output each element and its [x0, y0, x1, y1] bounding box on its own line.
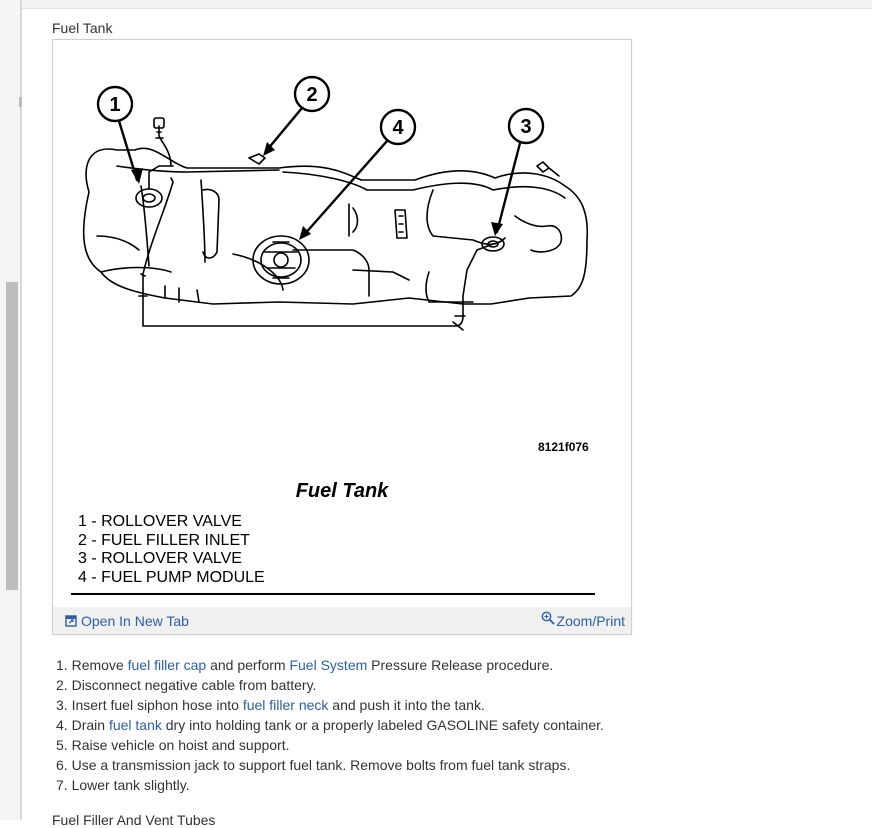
step-link[interactable]: fuel tank: [108, 717, 162, 733]
step-item: 3. Insert fuel siphon hose into fuel fil…: [56, 695, 604, 715]
step-item: 6. Use a transmission jack to support fu…: [56, 755, 604, 775]
legend-item: 1 - ROLLOVER VALVE: [78, 513, 242, 530]
step-number: 7.: [56, 777, 68, 793]
step-text: dry into holding tank or a properly labe…: [161, 717, 604, 733]
step-link[interactable]: fuel filler neck: [242, 697, 329, 713]
step-item: 4. Drain fuel tank dry into holding tank…: [56, 715, 604, 735]
figure-container: 1 2 3 4 8121f076 Fuel Tank 1 - ROLLOVER …: [52, 39, 632, 635]
step-link[interactable]: fuel filler cap: [127, 657, 207, 673]
left-divider: [20, 0, 22, 820]
procedure-steps: 1. Remove fuel filler cap and perform Fu…: [56, 655, 604, 795]
open-in-new-tab-link[interactable]: Open In New Tab: [65, 613, 189, 629]
callout-2: 2: [306, 84, 317, 106]
callout-1: 1: [109, 94, 120, 116]
step-text: and push it into the tank.: [328, 697, 485, 713]
step-number: 4.: [56, 717, 68, 733]
step-text: and perform: [206, 657, 290, 673]
step-text: Pressure Release procedure.: [367, 657, 554, 673]
top-toolbar-strip: [0, 0, 872, 9]
callout-3: 3: [520, 116, 531, 138]
step-text: Insert fuel siphon hose into: [71, 697, 243, 713]
gutter-marker: [19, 97, 22, 107]
step-text: Use a transmission jack to support fuel …: [71, 757, 571, 773]
open-in-new-tab-label: Open In New Tab: [81, 613, 189, 629]
step-number: 1.: [56, 657, 68, 673]
figure-legend: 1 - ROLLOVER VALVE 2 - FUEL FILLER INLET…: [78, 513, 265, 587]
legend-rule: [71, 593, 595, 595]
step-number: 6.: [56, 757, 68, 773]
step-text: Raise vehicle on hoist and support.: [71, 737, 290, 753]
zoom-print-link[interactable]: Zoom/Print: [541, 611, 625, 629]
scrollbar-thumb[interactable]: [6, 282, 18, 590]
fuel-tank-diagram: 1 2 3 4: [82, 75, 589, 331]
step-text: Disconnect negative cable from battery.: [71, 677, 317, 693]
figure-title: Fuel Tank: [295, 480, 389, 502]
next-section-heading: Fuel Filler And Vent Tubes: [52, 812, 216, 828]
figure-heading: Fuel Tank: [52, 20, 113, 36]
legend-item: 3 - ROLLOVER VALVE: [78, 550, 242, 567]
step-item: 7. Lower tank slightly.: [56, 775, 604, 795]
step-text: Remove: [71, 657, 128, 673]
figure-code: 8121f076: [538, 440, 589, 454]
open-new-tab-icon: [65, 615, 77, 627]
legend-item: 2 - FUEL FILLER INLET: [78, 531, 250, 549]
step-number: 3.: [56, 697, 68, 713]
figure-footer: Open In New Tab Zoom/Print: [53, 607, 631, 634]
step-text: Drain: [71, 717, 109, 733]
step-item: 2. Disconnect negative cable from batter…: [56, 675, 604, 695]
zoom-print-label: Zoom/Print: [556, 613, 625, 629]
zoom-icon: [541, 611, 555, 625]
step-item: 5. Raise vehicle on hoist and support.: [56, 735, 604, 755]
step-link[interactable]: Fuel System: [289, 657, 368, 673]
step-item: 1. Remove fuel filler cap and perform Fu…: [56, 655, 604, 675]
legend-item: 4 - FUEL PUMP MODULE: [78, 568, 265, 586]
callout-4: 4: [392, 117, 404, 139]
step-number: 2.: [56, 677, 68, 693]
step-text: Lower tank slightly.: [71, 777, 190, 793]
step-number: 5.: [56, 737, 68, 753]
